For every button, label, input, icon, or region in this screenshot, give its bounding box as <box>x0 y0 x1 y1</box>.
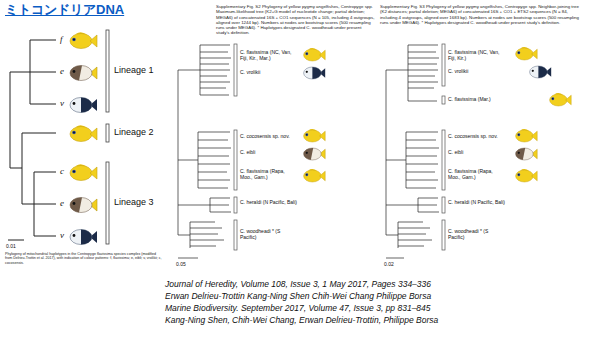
clade-label: C. flavissima (Rapa, Moo., Gam.) <box>240 168 298 180</box>
fish-icon <box>70 65 97 80</box>
scale-label: 0.02 <box>384 261 412 267</box>
fish-icon <box>70 197 97 212</box>
figure-caption: Phylogeny of mitochondrial haplotypes in… <box>5 252 163 265</box>
slide-title: ミトコンドリアDNA <box>5 2 124 18</box>
scale-bar <box>386 258 404 259</box>
fish-icon <box>530 66 552 78</box>
clade-label: C. cocosensis sp. nov. <box>448 133 506 139</box>
lineage-bar <box>106 162 109 244</box>
clade-bar <box>234 220 237 250</box>
clade-label: C. eibli <box>240 149 298 155</box>
pattern-letter: v <box>60 230 68 241</box>
right-fish <box>516 47 572 182</box>
fish-icon <box>70 125 97 141</box>
fish-icon <box>304 129 326 142</box>
fish-icon <box>516 129 538 142</box>
clade-label: C. heraldi (N Pacific, Bali) <box>240 199 298 205</box>
scale-bar <box>178 258 198 259</box>
clade-bar <box>442 130 445 190</box>
clade-label: C. flavissima (NC, Van, Fiji, Kir.) <box>448 49 506 61</box>
pattern-letter: c <box>60 166 68 177</box>
left-fish <box>70 32 97 244</box>
clade-label: C. vrolikii <box>240 69 298 75</box>
figure-caption: Supplementary Fig. S3 Phylogeny of yello… <box>380 4 586 25</box>
tree-branches <box>386 45 439 248</box>
citation-text: Journal of Heredity, Volume 108, Issue 3… <box>165 279 505 289</box>
fish-icon <box>516 148 538 160</box>
figure-caption: Supplementary Fig. S2 Phylogeny of yello… <box>216 4 376 36</box>
clade-bar <box>442 197 445 213</box>
middle-fish <box>304 48 326 182</box>
clade-label: C. woodheadi * (S Pacific) <box>448 228 506 240</box>
lineage-bar <box>106 124 109 142</box>
scale-label: 0.05 <box>176 261 204 267</box>
left-tree <box>8 40 56 240</box>
clade-bar <box>234 130 237 190</box>
clade-bar <box>234 44 237 96</box>
clade-label: C. cocosensis sp. nov. <box>240 133 298 139</box>
pattern-letter: e <box>60 66 68 77</box>
middle-tree <box>178 45 231 258</box>
tree-branches <box>178 45 231 248</box>
clade-label: C. eibli <box>448 149 506 155</box>
pattern-letter: e <box>60 198 68 209</box>
lineage-bar <box>106 30 109 112</box>
citation-text: Marine Biodiversity. September 2017, Vol… <box>165 303 505 313</box>
pattern-letter: f <box>60 34 68 45</box>
scale-bar <box>8 240 24 241</box>
clade-label: C. heraldi (N Pacific, Bali) <box>448 199 506 205</box>
clade-bar <box>234 197 237 213</box>
fish-icon <box>304 48 326 61</box>
fish-icon <box>304 148 326 160</box>
lineage-label: Lineage 3 <box>114 197 174 208</box>
fish-icon <box>70 230 97 245</box>
lineage-brackets <box>106 30 109 244</box>
fish-icon <box>70 32 97 48</box>
clade-brackets <box>234 44 237 250</box>
fish-icon <box>516 47 538 60</box>
lineage-label: Lineage 1 <box>114 65 174 76</box>
clade-brackets <box>442 44 445 250</box>
clade-label: C. flavissima (Mar.) <box>448 96 506 102</box>
clade-label: C. flavissima (NC, Van, Fiji, Kir., Mar.… <box>240 49 298 61</box>
right-tree <box>386 45 439 258</box>
clade-bar <box>442 96 445 104</box>
fish-icon <box>70 164 97 180</box>
clade-bar <box>442 220 445 250</box>
fish-icon <box>516 169 538 182</box>
clade-bar <box>442 44 445 86</box>
lineage-label: Lineage 2 <box>114 127 174 138</box>
fish-icon <box>70 98 97 113</box>
fish-icon <box>304 67 326 79</box>
clade-label: C. vrolikii <box>448 68 506 74</box>
fish-icon <box>550 93 572 106</box>
citation-text: Erwan Delrieu-Trottin Kang-Ning Shen Chi… <box>165 291 505 301</box>
citation-text: Kang-Ning Shen, Chih-Wei Chang, Erwan De… <box>165 315 505 325</box>
scale-label: 0.01 <box>6 243 30 249</box>
pattern-letter: v <box>60 98 68 109</box>
fish-icon <box>304 169 326 182</box>
clade-label: C. flavissima (Rapa, Moo., Gam.) <box>448 168 506 180</box>
tree-branches <box>10 40 56 236</box>
clade-label: C. woodheadi * (S Pacific) <box>240 228 298 240</box>
